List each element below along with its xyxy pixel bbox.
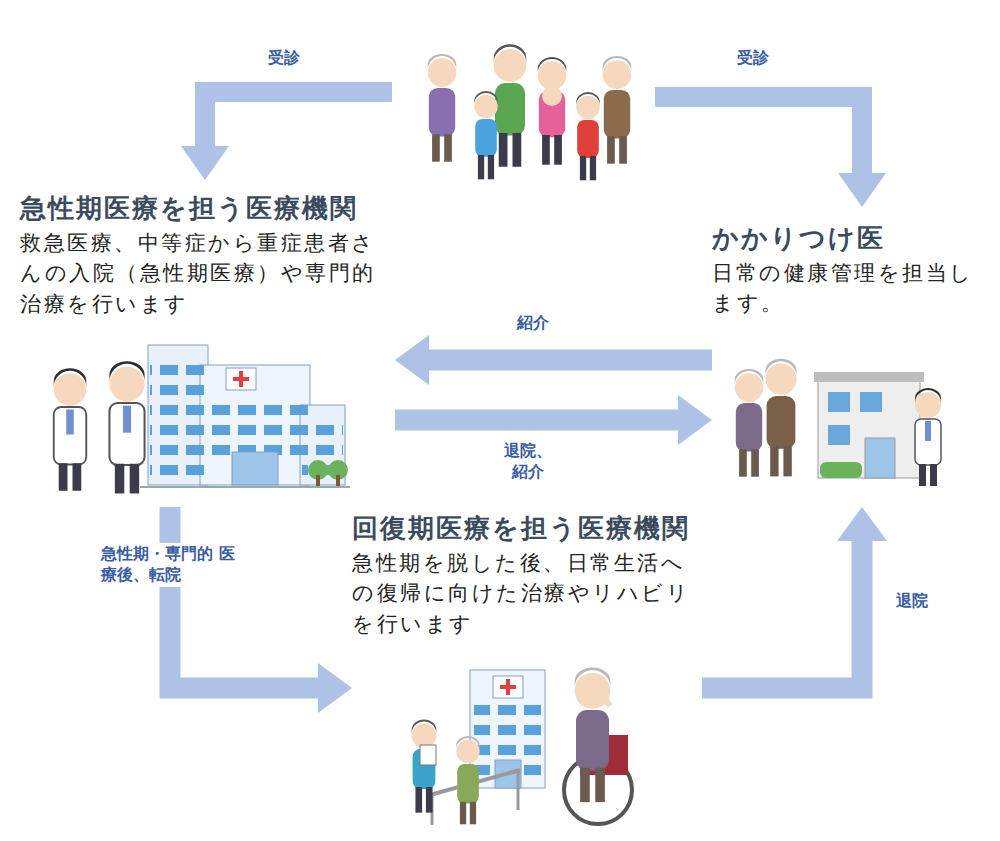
arrow-head <box>318 663 352 713</box>
facility-node: 急性期医療を担う医療機関救急医療、中等症から重症患者さんの入院（急性期医療）や専… <box>20 192 395 507</box>
facility-node: 回復期医療を担う医療機関急性期を脱した後、日常生活への復帰に向けた治療やリハビリ… <box>352 512 702 834</box>
facility-description: 日常の健康管理を担当します。 <box>712 258 994 319</box>
arrow-shaft <box>702 539 862 688</box>
arrow-label: 受診 <box>268 48 300 69</box>
flow-arrow <box>395 395 712 445</box>
facility-heading: 回復期医療を担う医療機関 <box>352 512 702 546</box>
edge-label: 退院、 紹介 <box>495 440 561 484</box>
facility-description: 救急医療、中等症から重症患者さんの入院（急性期医療）や専門的治療を行います <box>20 228 395 319</box>
facility-description: 急性期を脱した後、日常生活への復帰に向けた治療やリハビリを行います <box>352 548 702 639</box>
flow-arrow <box>395 335 712 385</box>
arrow-shaft <box>427 350 712 371</box>
arrow-head <box>837 507 887 541</box>
arrow-label: 受診 <box>737 48 769 69</box>
facility-node: かかりつけ医日常の健康管理を担当します。 <box>712 222 994 507</box>
flow-arrow <box>702 507 887 688</box>
facility-heading: 急性期医療を担う医療機関 <box>20 192 395 226</box>
arrow-head <box>678 395 712 445</box>
flow-arrow <box>170 507 352 713</box>
edge-label: 紹介 <box>500 312 566 335</box>
arrow-head <box>395 335 429 385</box>
arrow-shaft <box>395 410 680 431</box>
edge-label: 退院 <box>893 590 959 613</box>
facility-heading: かかりつけ医 <box>712 222 994 256</box>
edge-label: 急性期・専門的 医療後、転院 <box>98 543 249 587</box>
arrow-shaft <box>170 507 320 688</box>
